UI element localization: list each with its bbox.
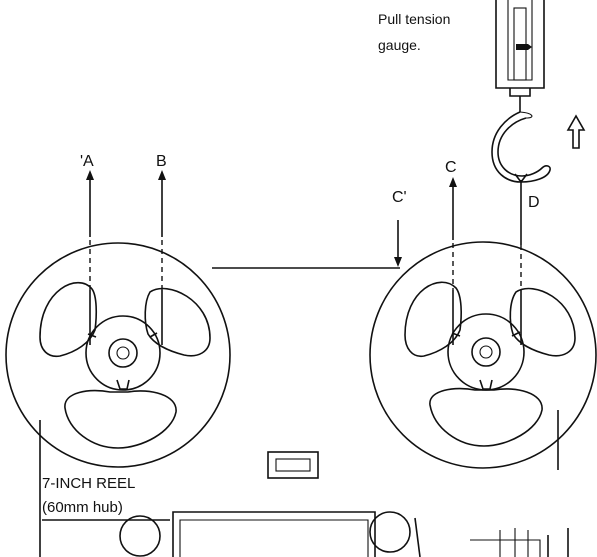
- bottom-controls: [42, 511, 541, 557]
- left-reel-window-3: [64, 389, 177, 449]
- label-point-a: 'A: [80, 153, 94, 170]
- right-reel-window-1: [404, 281, 462, 358]
- center-block-inner: [275, 458, 311, 472]
- left-reel-window-1: [39, 281, 98, 358]
- gauge-hook: [491, 111, 551, 184]
- left-reel: [5, 242, 231, 468]
- gauge-label-line1: Pull tension: [378, 11, 450, 27]
- center-block: [267, 451, 319, 479]
- left-reel-spindle-center: [116, 346, 130, 360]
- label-point-c: C: [445, 159, 457, 176]
- label-point-b: B: [156, 153, 167, 170]
- right-reel: [369, 241, 597, 469]
- gauge-indicator: [516, 44, 532, 50]
- right-reel-hub: [447, 313, 525, 391]
- label-point-c-prime: C': [392, 189, 407, 206]
- pull-up-arrow-icon: [566, 114, 586, 149]
- left-reel-rim: [5, 242, 231, 468]
- right-reel-spindle-center: [479, 345, 493, 359]
- left-reel-hub: [85, 315, 161, 391]
- tension-gauge: [495, 0, 545, 112]
- right-reel-spindle: [471, 337, 501, 367]
- gauge-label-line2: gauge.: [378, 37, 421, 53]
- right-reel-window-2: [509, 287, 576, 357]
- hub-size-label: (60mm hub): [42, 499, 123, 516]
- left-reel-window-2: [144, 287, 211, 357]
- right-roller: [369, 511, 411, 553]
- reel-size-label: 7-INCH REEL: [42, 475, 135, 492]
- center-block-outer: [267, 451, 319, 479]
- right-reel-rim: [369, 241, 597, 469]
- right-reel-window-3: [429, 387, 543, 447]
- left-roller: [119, 515, 161, 557]
- left-reel-spindle: [108, 338, 138, 368]
- label-point-d: D: [528, 194, 540, 211]
